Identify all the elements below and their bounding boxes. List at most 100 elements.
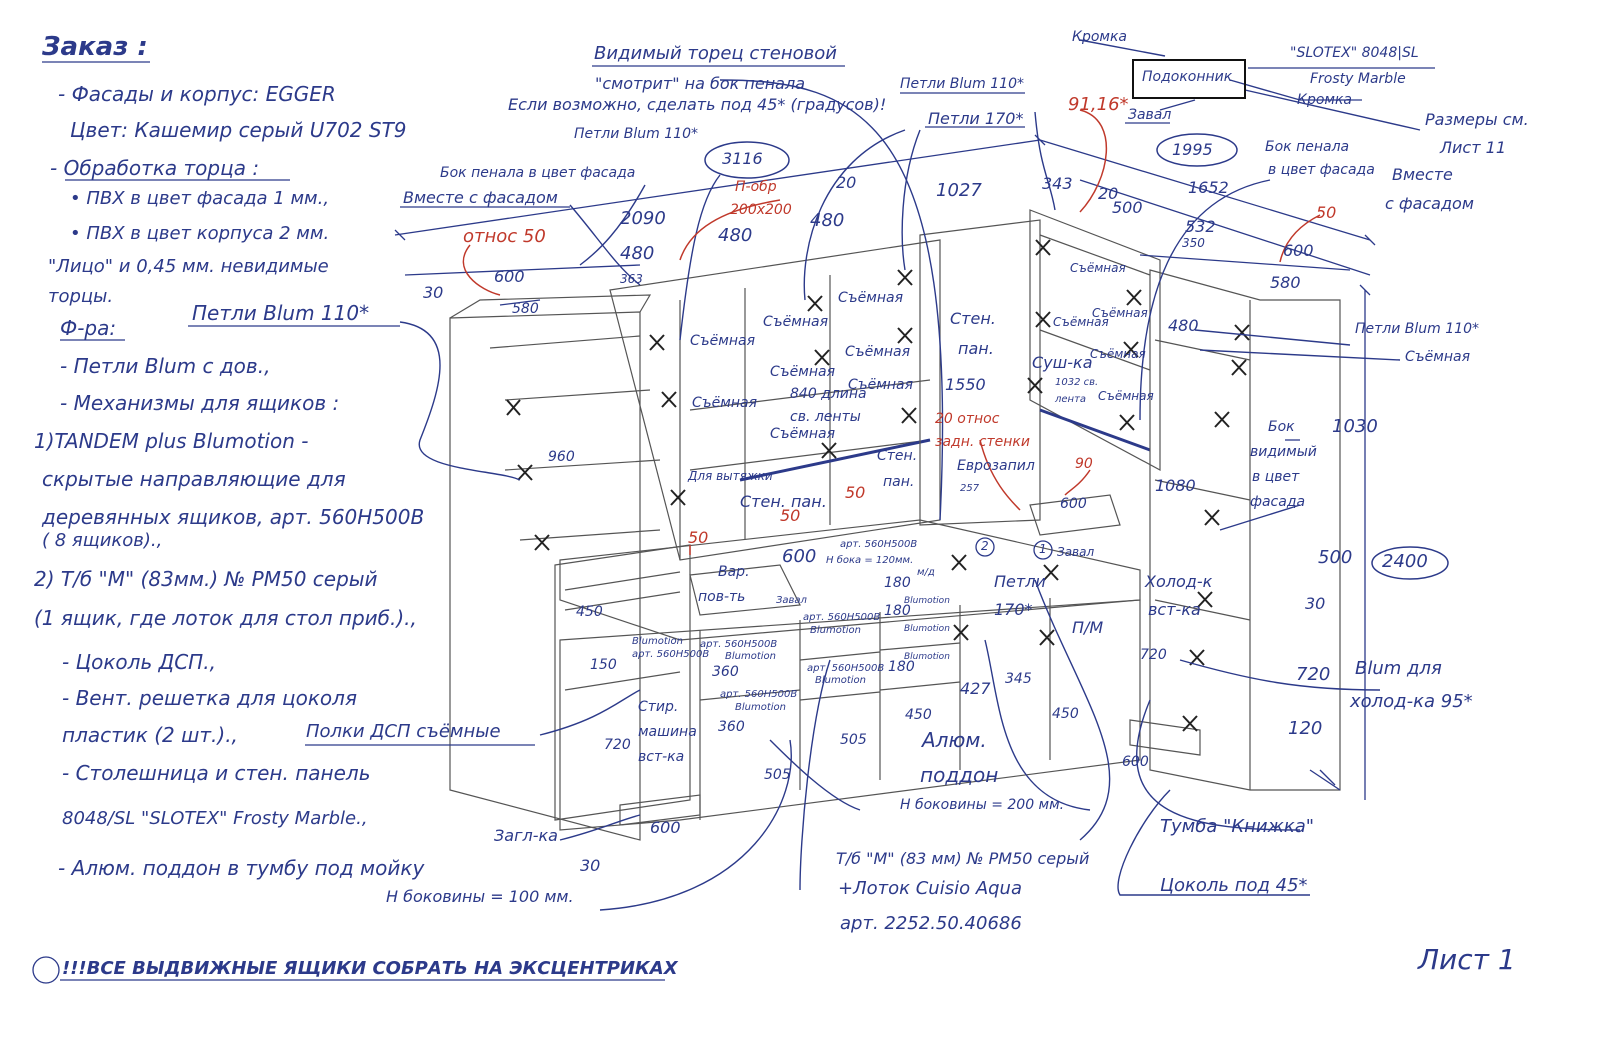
dim-1030: 1030 xyxy=(1332,416,1378,437)
dim-532: 532 xyxy=(1185,217,1216,236)
circle-2400 xyxy=(1371,546,1449,580)
note-wall-panel: пан. xyxy=(883,474,915,490)
note-var: пов-ть xyxy=(698,589,746,605)
order-line: - Алюм. поддон в тумбу под мойку xyxy=(58,856,425,880)
note-blumotion: Blumotion xyxy=(632,636,683,647)
dim-350: 350 xyxy=(1182,236,1205,250)
hinge-crosses xyxy=(506,239,1250,732)
dim-960: 960 xyxy=(548,449,575,465)
note-removable: Съёмная xyxy=(763,314,828,330)
note-edge-1: Кромка xyxy=(1072,29,1127,45)
note-wall-pan: Стен. пан. xyxy=(740,492,827,511)
dim-2400: 2400 xyxy=(1382,551,1428,572)
dim-580a: 580 xyxy=(1270,273,1301,292)
red-leaders xyxy=(462,109,1321,555)
order-line: - Столешница и стен. панель xyxy=(62,761,371,785)
note-art-short: арт. 560H500B xyxy=(700,639,778,650)
note-1032: 1032 св. xyxy=(1055,377,1099,388)
dim-1652: 1652 xyxy=(1188,178,1229,197)
note-zaval-sink: Завал xyxy=(1057,545,1095,559)
dim-450c: 450 xyxy=(1052,706,1079,722)
note-eurozapil: Еврозапил xyxy=(957,458,1035,474)
dim-150: 150 xyxy=(590,657,617,673)
note-blumotion: Blumotion xyxy=(815,675,866,686)
note-side-visible: видимый xyxy=(1250,444,1317,460)
footer-warning: !!!ВСЕ ВЫДВИЖНЫЕ ЯЩИКИ СОБРАТЬ НА ЭКСЦЕН… xyxy=(62,958,678,979)
dim-600d: 600 xyxy=(782,546,817,567)
note-art-short: арт. 560H500B xyxy=(807,663,885,674)
order-line: 2) Т/б "М" (83мм.) № PM50 серый xyxy=(34,567,378,591)
note-hinges-right: Петли Blum 110* xyxy=(1355,321,1479,337)
note-removable: Съёмная xyxy=(1090,347,1146,361)
note-shelves: Полки ДСП съёмные xyxy=(306,721,501,742)
note-washer: вст-ка xyxy=(638,749,685,765)
dim-600f: 600 xyxy=(1060,496,1087,512)
order-line: Ф-ра: xyxy=(60,316,117,340)
note-wall-panel: пан. xyxy=(958,339,994,358)
note-side-visible: фасада xyxy=(1250,494,1306,510)
order-title: Заказ : xyxy=(42,32,148,62)
note-pm: П/М xyxy=(1072,618,1104,637)
note-slotex: "SLOTEX" 8048|SL xyxy=(1290,45,1419,61)
dim-1027: 1027 xyxy=(936,180,982,201)
note-windowsill: Подоконник xyxy=(1142,69,1233,85)
note-tb-m: Т/б "М" (83 мм) № PM50 серый xyxy=(836,849,1090,868)
note-hinges170: 170* xyxy=(994,600,1033,619)
note-blumotion: Blumotion xyxy=(904,596,950,606)
note-dryer: Суш-ка xyxy=(1032,353,1093,372)
dim-1080: 1080 xyxy=(1155,476,1196,495)
note-fridge: Холод-к xyxy=(1145,572,1213,591)
note-removable: Съёмная xyxy=(1070,261,1126,275)
note-blum-fridge: Blum для xyxy=(1355,658,1442,679)
dim-1995: 1995 xyxy=(1172,140,1213,159)
order-line: • ПВХ в цвет корпуса 2 мм. xyxy=(70,223,330,244)
dim-120: 120 xyxy=(1288,718,1323,739)
dim-600a: 600 xyxy=(1283,241,1314,260)
dim-600e: 600 xyxy=(1122,754,1149,770)
dim-427: 427 xyxy=(960,679,991,698)
order-line: скрытые направляющие для xyxy=(42,467,346,491)
note-tray: +Лоток Cuisio Aqua xyxy=(838,878,1022,899)
note-plug: Загл-ка xyxy=(494,826,558,845)
note-otnos20: задн. стенки xyxy=(935,434,1030,450)
windowsill-box xyxy=(1132,59,1246,99)
note-side-case-right: Бок пенала xyxy=(1265,139,1350,155)
dim-720a: 720 xyxy=(1296,664,1331,685)
note-removable: Съёмная xyxy=(838,290,903,306)
note-side-visible: Бок xyxy=(1268,419,1295,435)
note-removable: Съёмная xyxy=(1092,306,1148,320)
note-sizes-see: Размеры см. xyxy=(1425,110,1529,129)
order-line: - Фасады и корпус: EGGER xyxy=(58,82,336,106)
sheet-number: Лист 1 xyxy=(1418,943,1516,976)
note-art-short: арт. 560H500B xyxy=(632,649,710,660)
note-tumba: Тумба "Книжка" xyxy=(1160,816,1315,837)
note-blum-fridge: холод-ка 95* xyxy=(1350,691,1473,712)
dim-1550: 1550 xyxy=(945,375,986,394)
order-line: • ПВХ в цвет фасада 1 мм., xyxy=(70,188,330,209)
note-removable: Съёмная xyxy=(770,426,835,442)
dim-50d: 50 xyxy=(688,528,709,547)
dim-360a: 360 xyxy=(712,664,739,680)
dim-circle-2: 2 xyxy=(981,539,989,553)
note-h100: H боковины = 100 мм. xyxy=(386,887,574,906)
dim-30a: 30 xyxy=(423,283,444,302)
dim-450a: 450 xyxy=(576,604,603,620)
left-tall-cabinet xyxy=(449,311,641,841)
dim-600b: 600 xyxy=(494,267,525,286)
note-washer: машина xyxy=(638,724,697,740)
note-removable: Съёмная xyxy=(848,377,913,393)
note-art: арт. 560H500B xyxy=(840,539,918,550)
dim-345: 345 xyxy=(1005,671,1032,687)
order-line: - Вент. решетка для цоколя xyxy=(62,686,357,710)
lower-cabinets xyxy=(559,599,1141,831)
note-840: 840 длина xyxy=(790,386,867,402)
dim-circle-1: 1 xyxy=(1039,542,1047,556)
note-otnos50: относ 50 xyxy=(463,226,546,247)
note-hinges-left: Петли Blum 110* xyxy=(192,301,370,325)
dim-505b: 505 xyxy=(764,767,791,783)
note-fridge: вст-ка xyxy=(1148,600,1201,619)
order-line: "Лицо" и 0,45 мм. невидимые xyxy=(48,256,329,277)
dim-30b: 30 xyxy=(1305,594,1326,613)
note-edge-2: Кромка xyxy=(1297,92,1352,108)
note-together-right: с фасадом xyxy=(1385,194,1474,213)
